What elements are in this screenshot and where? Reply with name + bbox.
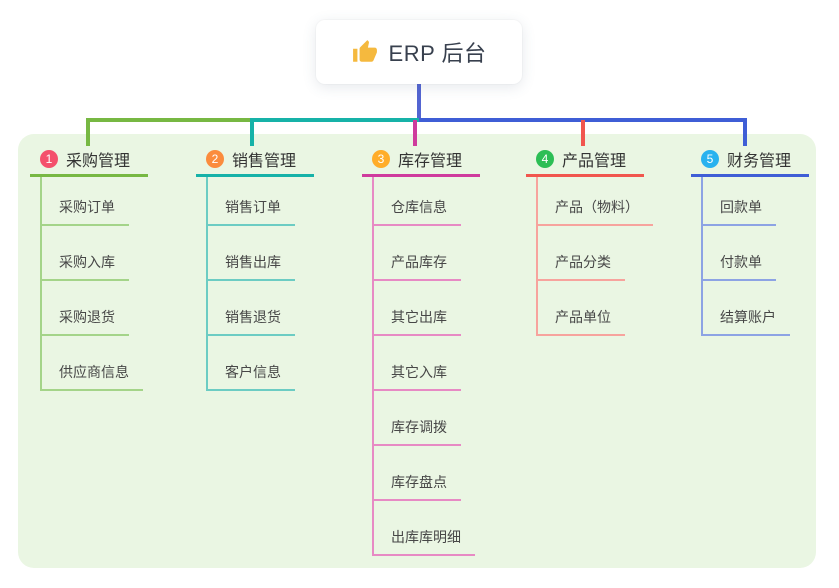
child-node[interactable]: 客户信息 — [208, 336, 295, 391]
branch-purchase: 1 采购管理 采购订单 采购入库 采购退货 供应商信息 — [30, 144, 149, 391]
child-node[interactable]: 仓库信息 — [374, 177, 461, 226]
child-node[interactable]: 结算账户 — [703, 281, 790, 336]
child-label: 回款单 — [720, 199, 762, 215]
child-label: 采购退货 — [59, 309, 115, 325]
child-label: 销售订单 — [225, 199, 281, 215]
child-label: 库存盘点 — [391, 474, 447, 490]
child-node[interactable]: 库存调拨 — [374, 391, 461, 446]
child-label: 产品单位 — [555, 309, 611, 325]
branch-children: 采购订单 采购入库 采购退货 供应商信息 — [40, 177, 143, 391]
child-node[interactable]: 采购订单 — [42, 177, 129, 226]
child-label: 采购入库 — [59, 254, 115, 270]
child-label: 客户信息 — [225, 364, 281, 380]
branch-label: 产品管理 — [562, 153, 627, 170]
child-node[interactable]: 产品单位 — [538, 281, 625, 336]
child-node[interactable]: 产品（物料） — [538, 177, 653, 226]
connector-drop-finance — [743, 118, 747, 146]
child-node[interactable]: 其它入库 — [374, 336, 461, 391]
branch-header[interactable]: 5 财务管理 — [691, 144, 810, 177]
child-label: 销售退货 — [225, 309, 281, 325]
child-label: 其它出库 — [391, 309, 447, 325]
branch-header[interactable]: 1 采购管理 — [30, 144, 149, 177]
child-label: 采购订单 — [59, 199, 115, 215]
thumbs-up-icon — [352, 40, 377, 62]
root-node[interactable]: ERP 后台 — [316, 20, 522, 84]
child-label: 出库库明细 — [391, 529, 461, 545]
child-label: 产品（物料） — [555, 199, 639, 215]
branches-panel — [18, 134, 816, 568]
child-node[interactable]: 产品分类 — [538, 226, 625, 281]
child-node[interactable]: 销售订单 — [208, 177, 295, 226]
child-node[interactable]: 销售出库 — [208, 226, 295, 281]
branch-index-badge: 2 — [206, 150, 224, 168]
child-node[interactable]: 产品库存 — [374, 226, 461, 281]
root-node-label: ERP 后台 — [388, 41, 487, 66]
branch-index-badge: 5 — [701, 150, 719, 168]
child-node[interactable]: 供应商信息 — [42, 336, 143, 391]
branch-product: 4 产品管理 产品（物料） 产品分类 产品单位 — [526, 144, 653, 336]
connector-drop-inventory — [413, 120, 417, 146]
child-node[interactable]: 回款单 — [703, 177, 776, 226]
branch-finance: 5 财务管理 回款单 付款单 结算账户 — [691, 144, 810, 336]
child-node[interactable]: 出库库明细 — [374, 501, 475, 556]
branch-inventory: 3 库存管理 仓库信息 产品库存 其它出库 其它入库 库存调拨 库存盘点 出库库… — [362, 144, 481, 556]
child-label: 销售出库 — [225, 254, 281, 270]
branch-children: 产品（物料） 产品分类 产品单位 — [536, 177, 653, 336]
child-label: 产品分类 — [555, 254, 611, 270]
branch-label: 销售管理 — [232, 153, 297, 170]
child-label: 库存调拨 — [391, 419, 447, 435]
child-label: 供应商信息 — [59, 364, 129, 380]
child-node[interactable]: 采购退货 — [42, 281, 129, 336]
child-node[interactable]: 采购入库 — [42, 226, 129, 281]
child-node[interactable]: 销售退货 — [208, 281, 295, 336]
child-label: 其它入库 — [391, 364, 447, 380]
branch-header[interactable]: 2 销售管理 — [196, 144, 315, 177]
child-label: 付款单 — [720, 254, 762, 270]
branch-sales: 2 销售管理 销售订单 销售出库 销售退货 客户信息 — [196, 144, 315, 391]
branch-index-badge: 4 — [536, 150, 554, 168]
connector-drop-sales — [250, 118, 254, 146]
child-node[interactable]: 付款单 — [703, 226, 776, 281]
branch-label: 库存管理 — [398, 153, 463, 170]
child-node[interactable]: 库存盘点 — [374, 446, 461, 501]
connector-drop-product — [581, 120, 585, 146]
branch-children: 销售订单 销售出库 销售退货 客户信息 — [206, 177, 295, 391]
branch-children: 仓库信息 产品库存 其它出库 其它入库 库存调拨 库存盘点 出库库明细 — [372, 177, 475, 556]
connector-bar-purchase — [86, 118, 252, 122]
connector-root-stem — [417, 84, 421, 120]
branch-index-badge: 3 — [372, 150, 390, 168]
child-node[interactable]: 其它出库 — [374, 281, 461, 336]
child-label: 结算账户 — [720, 309, 776, 325]
branch-children: 回款单 付款单 结算账户 — [701, 177, 790, 336]
branch-index-badge: 1 — [40, 150, 58, 168]
connector-drop-purchase — [86, 118, 90, 146]
connector-bar-sales — [250, 118, 419, 122]
child-label: 仓库信息 — [391, 199, 447, 215]
branch-header[interactable]: 4 产品管理 — [526, 144, 645, 177]
branch-label: 采购管理 — [66, 153, 131, 170]
branch-header[interactable]: 3 库存管理 — [362, 144, 481, 177]
child-label: 产品库存 — [391, 254, 447, 270]
branch-label: 财务管理 — [727, 153, 792, 170]
